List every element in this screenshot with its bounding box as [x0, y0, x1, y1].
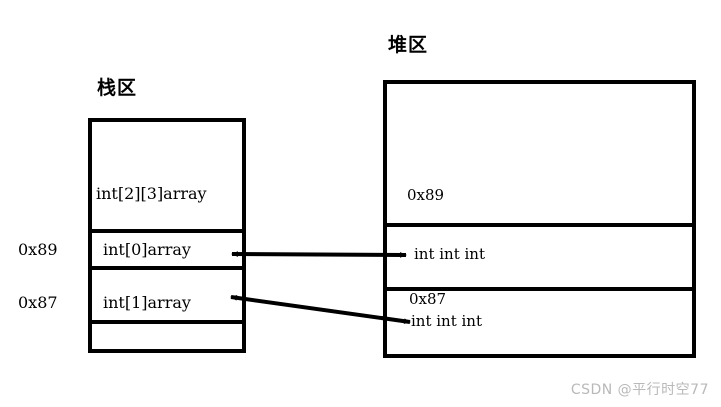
heap-block-contents-0x87: int int int	[411, 312, 482, 330]
heap-divider-1	[383, 223, 696, 227]
stack-cell-label-0: int[2][3]array	[96, 184, 207, 203]
heap-divider-2	[383, 287, 696, 291]
csdn-watermark: CSDN @平行时空77	[570, 382, 709, 398]
stack-cell-label-2: int[1]array	[103, 293, 191, 312]
stack-address-label-0x87: 0x87	[18, 293, 58, 312]
stack-frame	[88, 118, 246, 353]
stack-divider-3	[88, 320, 246, 324]
stack-cell-label-1: int[0]array	[103, 240, 191, 259]
stack-divider-2	[88, 266, 246, 270]
heap-region-title: 堆区	[388, 34, 429, 56]
stack-address-label-0x89: 0x89	[18, 240, 58, 259]
pointer-from-int0array-to-heap-block-0x89	[231, 251, 407, 258]
stack-divider-1	[88, 229, 246, 233]
heap-block-address-0x87: 0x87	[409, 290, 447, 308]
heap-block-contents-0x89: int int int	[414, 245, 485, 263]
heap-frame	[383, 80, 696, 358]
stack-region-title: 栈区	[97, 77, 138, 99]
heap-block-address-0x89: 0x89	[407, 186, 445, 204]
